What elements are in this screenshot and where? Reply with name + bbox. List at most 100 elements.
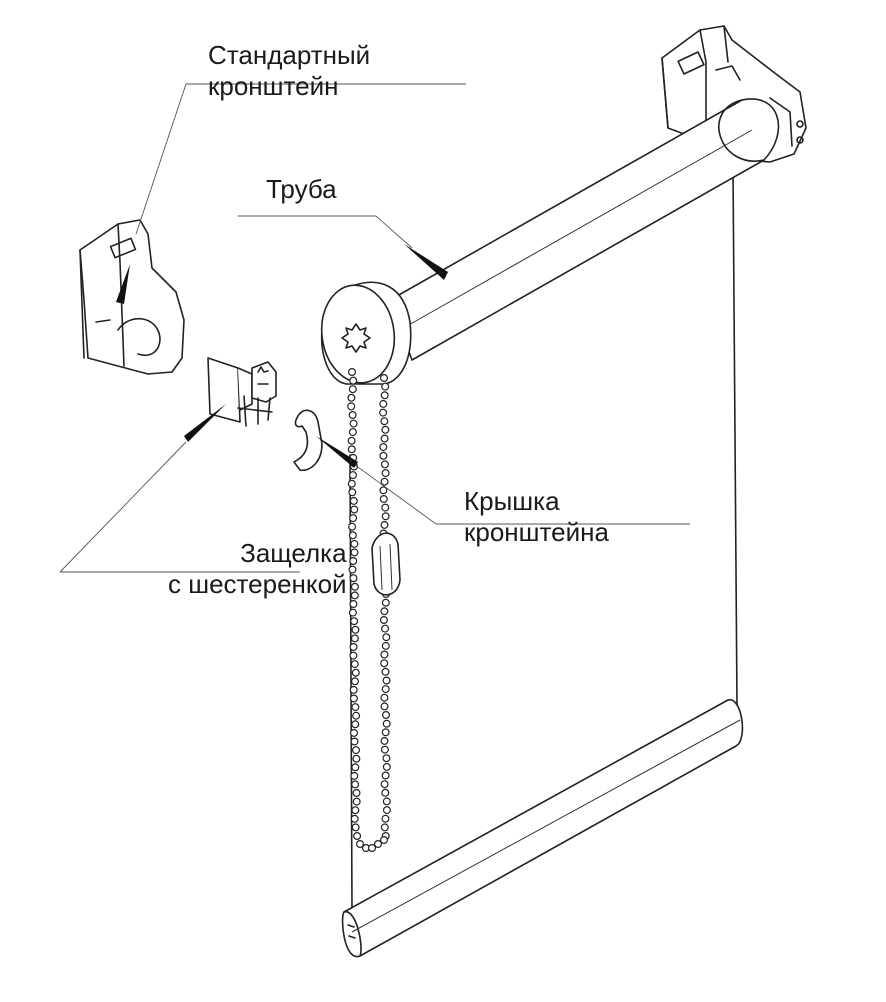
chain-bead: [349, 642, 358, 651]
chain-bead: [351, 780, 360, 789]
label-standard-bracket-line2: кронштейн: [208, 71, 339, 101]
chain-bead: [350, 539, 359, 548]
chain-bead: [349, 694, 358, 703]
label-bracket-cover-line1: Крышка: [464, 486, 560, 516]
chain-bead: [350, 634, 359, 643]
chain-bead: [350, 548, 359, 557]
chain-bead: [381, 771, 390, 780]
chain-bead: [347, 445, 356, 454]
chain-bead: [351, 720, 360, 729]
chain-bead: [380, 477, 389, 486]
chain-bead: [347, 402, 356, 411]
chain-bead: [380, 780, 389, 789]
chain-bead: [380, 374, 389, 383]
chain-bead: [347, 479, 356, 488]
chain-bead: [380, 417, 389, 426]
chain-bead: [381, 425, 390, 434]
chain-bead: [379, 408, 388, 417]
chain-bead: [349, 471, 358, 480]
chain-bead: [352, 711, 361, 720]
chain-bead: [349, 599, 358, 608]
chain-bead: [380, 607, 389, 616]
chain-bead: [350, 591, 359, 600]
chain-bead: [351, 703, 360, 712]
chain-bead: [350, 617, 359, 626]
chain-bead: [380, 659, 389, 668]
chain-bead: [349, 574, 358, 583]
chain-bead: [381, 624, 390, 633]
chain-bead: [381, 814, 390, 823]
chain-bead: [379, 615, 388, 624]
chain-bead: [352, 754, 361, 763]
chain-bead: [380, 391, 389, 400]
pointer-arrows: [116, 244, 448, 468]
latch-with-gear-part: [207, 357, 277, 427]
bottom-bar: [341, 699, 744, 958]
chain-bead: [349, 685, 358, 694]
chain-bead: [381, 728, 390, 737]
chain-bead: [348, 385, 357, 394]
chain-bead: [382, 633, 391, 642]
chain-bead: [349, 496, 358, 505]
chain-bead: [374, 839, 383, 848]
chain-bead: [349, 514, 358, 523]
label-bracket-cover: Крышка кронштейна: [464, 486, 609, 548]
chain-bead: [350, 582, 359, 591]
chain-bead: [380, 650, 389, 659]
chain-bead: [349, 556, 358, 565]
tube: [389, 98, 780, 361]
chain-bead: [351, 823, 360, 832]
chain-bead: [380, 823, 389, 832]
chain-bead: [381, 512, 390, 521]
chain-bead: [350, 737, 359, 746]
chain-bead: [380, 745, 389, 754]
chain-bead: [351, 625, 360, 634]
chain-bead: [379, 399, 388, 408]
chain-bead: [349, 419, 358, 428]
label-bracket-cover-line2: кронштейна: [464, 517, 609, 547]
chain-bead: [351, 763, 360, 772]
chain-bead: [356, 839, 365, 848]
chain-bead: [349, 376, 358, 385]
chain-bead: [350, 505, 359, 514]
label-tube-text: Труба: [266, 174, 337, 204]
chain-bead: [380, 693, 389, 702]
chain-bead: [347, 393, 356, 402]
chain-bead: [382, 797, 391, 806]
chain-bead: [350, 814, 359, 823]
chain-bead: [347, 436, 356, 445]
label-latch-gear-line1: Защелка: [240, 538, 347, 568]
chain-bead: [380, 460, 389, 469]
chain-bead: [348, 565, 357, 574]
chain-bead: [381, 382, 390, 391]
chain-bead: [348, 522, 357, 531]
label-tube: Труба: [266, 174, 337, 205]
label-latch-gear-line2: с шестеренкой: [168, 569, 347, 599]
tube-end-cap: [320, 281, 412, 385]
chain-bead: [348, 488, 357, 497]
chain-bead: [382, 806, 391, 815]
chain-bead: [382, 676, 391, 685]
chain-bead: [351, 668, 360, 677]
chain-bead: [380, 835, 389, 844]
chain-bead: [381, 788, 390, 797]
chain-bead: [381, 641, 390, 650]
chain-bead: [353, 831, 362, 840]
chain-bead: [350, 660, 359, 669]
chain-bead: [380, 736, 389, 745]
chain-bead: [382, 710, 391, 719]
chain-bead: [380, 520, 389, 529]
standard-bracket-part: [79, 219, 185, 375]
fabric-panel: [349, 167, 738, 911]
chain-bead: [350, 728, 359, 737]
chain-bead: [381, 598, 390, 607]
bracket-cover-clip: [293, 409, 323, 471]
chain-bead: [348, 428, 357, 437]
label-standard-bracket-line1: Стандартный: [208, 40, 371, 70]
chain-bead: [351, 677, 360, 686]
chain-bead: [382, 762, 391, 771]
leader-lines: [59, 83, 690, 573]
chain-bead: [351, 806, 360, 815]
chain-bead: [368, 843, 377, 852]
